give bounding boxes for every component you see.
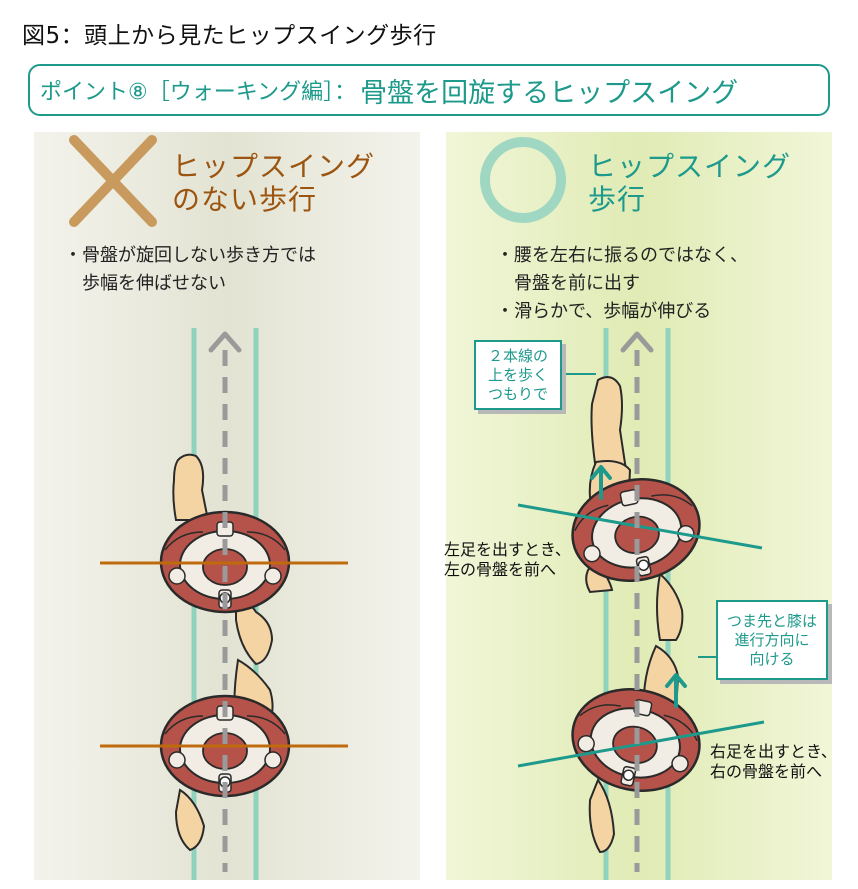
header-title: 骨盤を回旋するヒップスイング xyxy=(360,77,739,109)
callout-knee-line3: 向ける xyxy=(749,649,795,668)
right-panel-title: ヒップスイング 歩行 xyxy=(588,150,791,216)
pelvis-rotation-line-lower xyxy=(517,720,765,768)
left-bullet-line2: 歩幅を伸ばせない xyxy=(64,273,226,294)
callout-toe-knee-direction: つま先と膝は 進行方向に 向ける xyxy=(716,600,828,680)
right-title-line1: ヒップスイング xyxy=(588,150,792,183)
left-title-line1: ヒップスイング xyxy=(172,150,376,183)
callout-walk-on-lines: ２本線の 上を歩く つもりで xyxy=(474,340,562,410)
callout-walk-line2: 上を歩く xyxy=(487,365,548,384)
left-bullet-line1: ・骨盤が旋回しない歩き方では xyxy=(64,245,316,266)
circle-mark-icon xyxy=(480,137,566,223)
right-bullet-line1: ・腰を左右に振るのではなく、 xyxy=(496,245,748,266)
right-bullet-line2: 骨盤を前に出す xyxy=(496,273,640,294)
callout-knee-line2: 進行方向に xyxy=(734,630,810,649)
left-bullet-list: ・骨盤が旋回しない歩き方では 歩幅を伸ばせない xyxy=(64,242,316,298)
pelvis-rotation-line-upper xyxy=(517,503,763,550)
left-panel-title: ヒップスイング のない歩行 xyxy=(172,150,375,216)
callout-walk-line3: つもりで xyxy=(487,384,548,403)
callout-knee-line1: つま先と膝は xyxy=(726,611,817,630)
label-right-foot-forward: 右足を出すとき、 右の骨盤を前へ xyxy=(710,742,837,782)
left-walking-figure xyxy=(100,328,348,880)
header-label: ポイント⑧［ウォーキング編］： xyxy=(40,80,357,105)
label-right-foot-line1: 右足を出すとき、 xyxy=(710,742,837,761)
figure-title: 図5：頭上から見たヒップスイング歩行 xyxy=(22,23,437,49)
label-left-foot-line2: 左の骨盤を前へ xyxy=(444,560,557,579)
walking-arrowhead-left xyxy=(208,331,242,353)
left-title-line2: のない歩行 xyxy=(172,183,318,216)
label-left-foot-line1: 左足を出すとき、 xyxy=(444,540,571,559)
right-bullet-list: ・腰を左右に振るのではなく、 骨盤を前に出す ・滑らかで、歩幅が伸びる xyxy=(496,242,748,326)
forward-arrow-upper xyxy=(590,465,612,500)
label-right-foot-line2: 右の骨盤を前へ xyxy=(710,762,823,781)
callout-walk-line1: ２本線の xyxy=(487,346,548,365)
right-bullet-line3: ・滑らかで、歩幅が伸びる xyxy=(496,301,712,322)
right-title-line2: 歩行 xyxy=(588,183,647,216)
header-banner: ポイント⑧［ウォーキング編］： 骨盤を回旋するヒップスイング xyxy=(28,64,830,116)
walking-arrowhead-right xyxy=(620,331,654,353)
x-mark-icon xyxy=(69,135,157,227)
right-walking-figure xyxy=(517,328,765,880)
label-left-foot-forward: 左足を出すとき、 左の骨盤を前へ xyxy=(444,540,571,580)
forward-arrow-lower xyxy=(665,673,687,708)
